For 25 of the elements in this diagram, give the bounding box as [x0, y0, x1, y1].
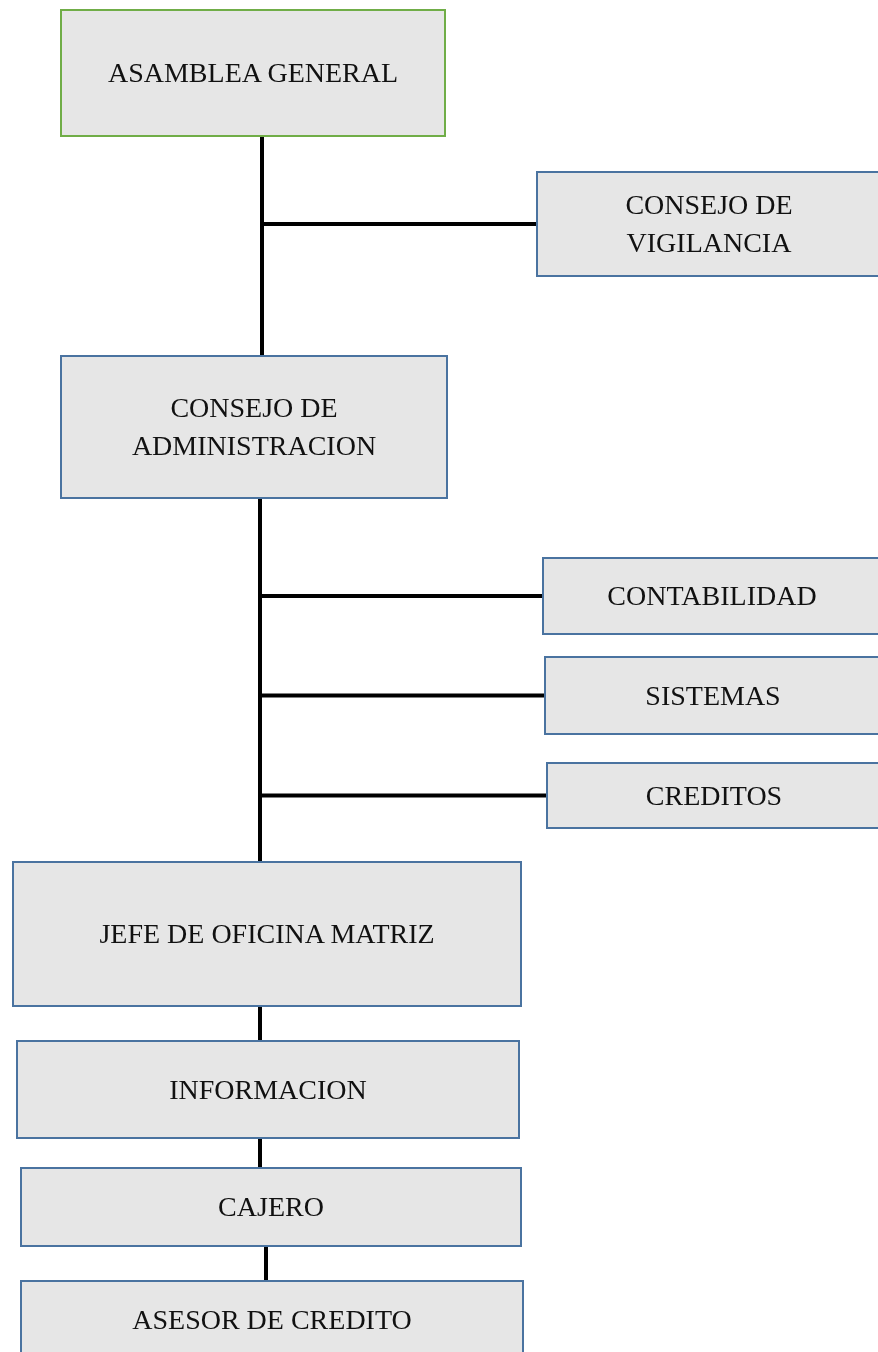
org-box [20, 1167, 522, 1247]
connector-line [258, 499, 262, 861]
org-box [542, 557, 878, 635]
connector-line [258, 1139, 262, 1167]
org-box [12, 861, 522, 1007]
box-label: JEFE DE OFICINA MATRIZ [98, 917, 436, 951]
org-box [16, 1040, 520, 1139]
org-box [536, 171, 878, 277]
connector-line [258, 1007, 262, 1040]
box-label: SISTEMAS [644, 678, 782, 713]
org-box [20, 1280, 524, 1352]
box-label: CONSEJO DE ADMINISTRACION [130, 391, 378, 463]
org-box [60, 9, 446, 137]
box-label: CAJERO [217, 1190, 325, 1224]
box-label: CONTABILIDAD [606, 579, 818, 613]
connector-line [260, 137, 264, 355]
box-label: INFORMACION [168, 1072, 368, 1107]
org-box [60, 355, 448, 499]
box-label: CREDITOS [644, 778, 784, 813]
connector-line [264, 1247, 268, 1280]
org-box [544, 656, 878, 735]
box-label: ASESOR DE CREDITO [131, 1303, 413, 1337]
box-label: CONSEJO DE VIGILANCIA [624, 188, 794, 260]
org-box [546, 762, 878, 829]
box-label: ASAMBLEA GENERAL [106, 56, 400, 90]
